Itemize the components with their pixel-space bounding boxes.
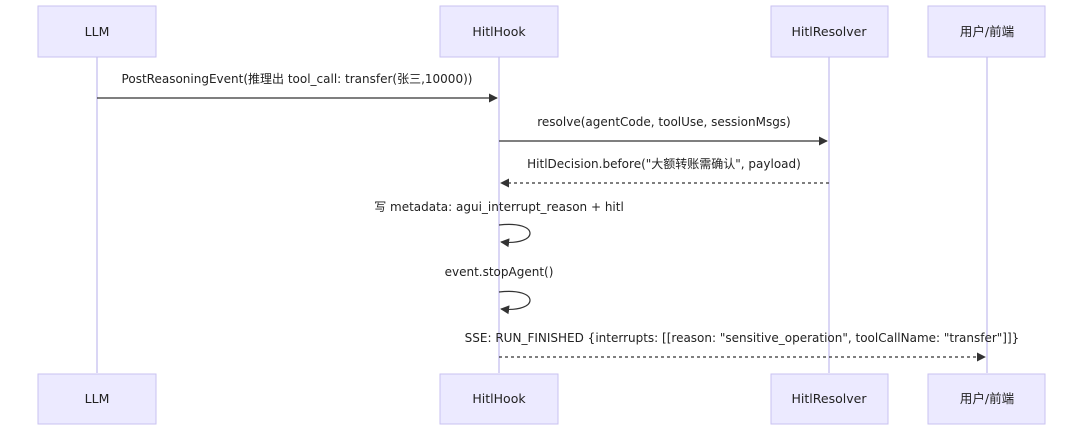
actor-label-frontend-top: 用户/前端 xyxy=(960,24,1014,39)
message-hitl-decision: HitlDecision.before("大额转账需确认", payload) xyxy=(500,156,829,188)
actor-llm-top: LLM xyxy=(37,5,157,58)
actor-label-frontend-bottom: 用户/前端 xyxy=(960,391,1014,406)
message-post-reasoning-event: PostReasoningEvent(推理出 tool_call: transf… xyxy=(97,72,498,103)
actor-label-hitlhook-bottom: HitlHook xyxy=(472,391,526,406)
actor-llm-bottom: LLM xyxy=(37,373,157,425)
lifelines xyxy=(96,57,988,373)
message-label: HitlDecision.before("大额转账需确认", payload) xyxy=(527,156,801,171)
actor-label-hitlresolver-bottom: HitlResolver xyxy=(792,391,868,406)
actor-label-llm-bottom: LLM xyxy=(85,391,110,406)
actor-label-hitlhook-top: HitlHook xyxy=(472,24,526,39)
message-sse-run-finished: SSE: RUN_FINISHED {interrupts: [[reason:… xyxy=(465,331,1020,362)
actor-frontend-bottom: 用户/前端 xyxy=(927,373,1046,425)
actor-hitlresolver-bottom: HitlResolver xyxy=(770,373,889,425)
message-label: event.stopAgent() xyxy=(445,265,554,279)
message-label: resolve(agentCode, toolUse, sessionMsgs) xyxy=(537,115,791,129)
self-call-arrow xyxy=(498,290,531,315)
message-resolve: resolve(agentCode, toolUse, sessionMsgs) xyxy=(499,115,828,146)
message-label: 写 metadata: agui_interrupt_reason + hitl xyxy=(374,200,624,214)
actor-hitlhook-bottom: HitlHook xyxy=(439,373,559,425)
actor-hitlhook-top: HitlHook xyxy=(439,5,559,58)
message-write-metadata: 写 metadata: agui_interrupt_reason + hitl xyxy=(374,200,624,248)
actor-hitlresolver-top: HitlResolver xyxy=(770,5,889,58)
actor-label-llm-top: LLM xyxy=(85,24,110,39)
actor-frontend-top: 用户/前端 xyxy=(927,5,1046,58)
actor-label-hitlresolver-top: HitlResolver xyxy=(792,24,868,39)
message-stop-agent: event.stopAgent() xyxy=(445,265,554,315)
self-call-arrow xyxy=(498,223,531,248)
message-label: PostReasoningEvent(推理出 tool_call: transf… xyxy=(122,72,473,86)
message-label: SSE: RUN_FINISHED {interrupts: [[reason:… xyxy=(465,331,1020,345)
